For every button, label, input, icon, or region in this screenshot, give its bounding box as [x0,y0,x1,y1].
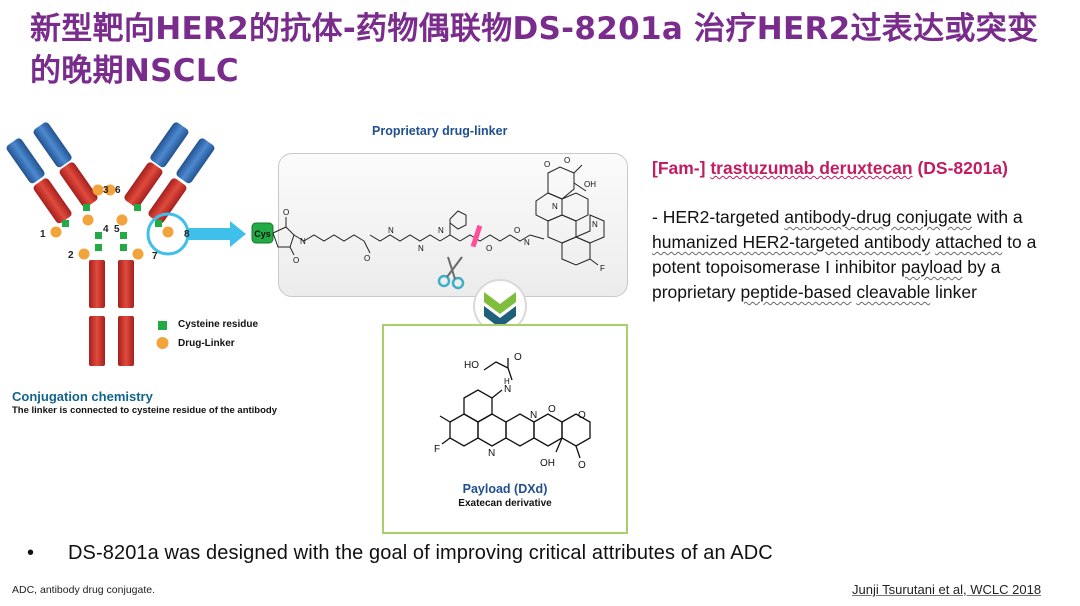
bullet-text: DS-8201a was designed with the goal of i… [68,542,773,564]
svg-text:O: O [578,410,586,421]
cysteine-residues [62,204,162,251]
arrow-right-icon [186,221,246,247]
svg-text:N: N [418,244,424,253]
svg-text:OH: OH [584,180,596,189]
cys-label: Cys [254,229,271,239]
drug-linker-heading: Proprietary drug-linker [372,124,508,138]
svg-text:O: O [283,208,289,217]
svg-text:O: O [293,256,299,265]
bullet-icon: • [27,542,35,564]
left-heavy-chain [33,122,98,208]
right-heavy-chain [124,122,189,208]
payload-subtitle: Exatecan derivative [458,498,552,509]
site-number: 3 [103,185,109,196]
slide-title: 新型靶向HER2的抗体-药物偶联物DS-8201a 治疗HER2过表达或突变的晚… [30,11,1039,89]
svg-text:N: N [530,410,537,421]
svg-text:N: N [388,226,394,235]
svg-text:H: H [504,377,510,386]
svg-text:O: O [514,352,522,363]
svg-text:HO: HO [464,360,479,371]
svg-text:O: O [364,254,370,263]
svg-text:N: N [504,384,511,395]
svg-text:O: O [486,244,492,253]
site-number: 7 [152,251,158,262]
site-number: 1 [40,229,46,240]
legend-markers [156,321,169,349]
payload-title: Payload (DXd) [462,482,548,496]
chevron-down-icon [473,279,527,333]
scissors-icon [437,256,465,290]
drug-linker-structure: Cys O O N O N [251,156,605,290]
drug-description: - HER2-targeted antibody-drug conjugate … [652,207,1037,302]
svg-text:N: N [488,448,495,459]
left-light-chain [6,138,72,224]
site-number: 2 [68,250,74,261]
svg-text:O: O [564,156,570,165]
site-number: 8 [184,229,190,240]
svg-text:F: F [600,264,605,273]
payload-structure: HO O N H F N N O O OH O [434,352,591,471]
site-number: 4 [103,224,109,235]
drug-name-heading: [Fam-] trastuzumab deruxtecan (DS-8201a) [652,158,1008,178]
site-number: 6 [115,185,121,196]
citation: Junji Tsurutani et al, WCLC 2018 [852,582,1042,597]
drug-linkers [50,184,174,260]
right-light-chain [148,138,215,224]
legend-drug-linker-label: Drug-Linker [178,338,235,349]
svg-text:N: N [552,202,558,211]
cysteine-legend-icon [158,321,167,330]
svg-text:OH: OH [540,458,555,469]
svg-text:N: N [524,238,530,247]
svg-text:N: N [300,237,306,246]
svg-text:F: F [434,444,440,455]
svg-text:N: N [438,226,444,235]
svg-text:O: O [544,160,550,169]
legend-cysteine-label: Cysteine residue [178,319,259,330]
cleavage-site-marker [470,224,483,248]
svg-text:O: O [514,226,520,235]
svg-text:O: O [548,404,556,415]
svg-text:N: N [592,220,598,229]
conjugation-text: The linker is connected to cysteine resi… [12,405,278,416]
svg-text:O: O [578,460,586,471]
fc-region [89,260,134,366]
antibody-diagram [6,122,246,366]
conjugation-heading: Conjugation chemistry [12,389,153,404]
payload-panel [382,324,628,534]
footnote: ADC, antibody drug conjugate. [12,584,156,596]
site-number: 5 [114,224,120,235]
drug-linker-legend-icon [156,337,169,349]
